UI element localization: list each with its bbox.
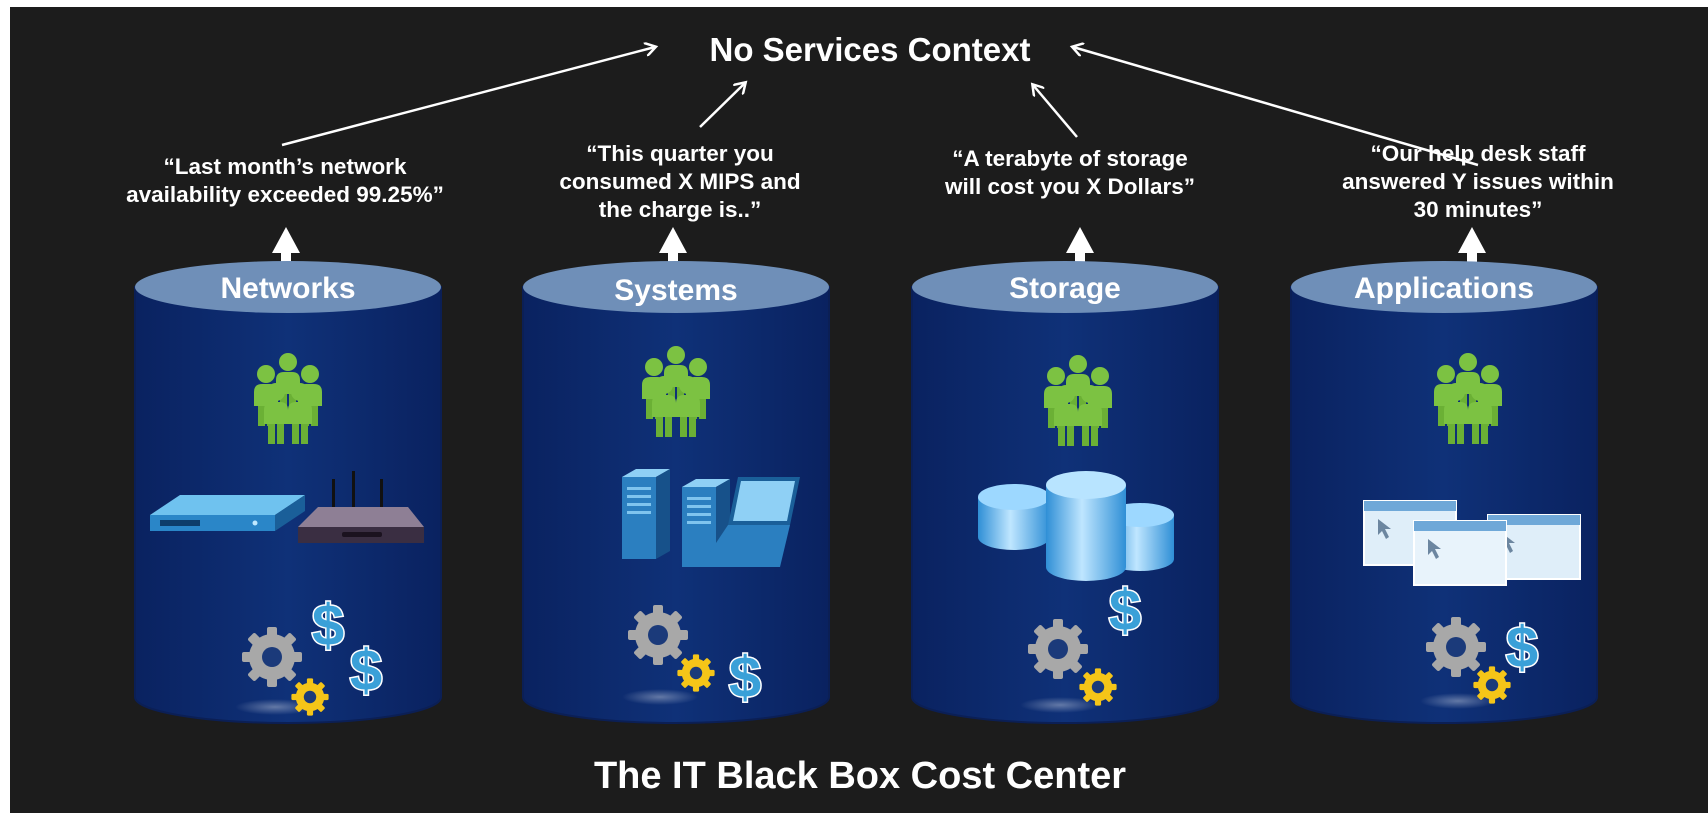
cylinder-label-networks: Networks [220,272,356,305]
dollar-icon [727,643,763,712]
bottom-title: The IT Black Box Cost Center [593,755,1127,797]
up-arrows [272,227,1486,293]
up-arrow-networks-icon [272,227,300,293]
storage-drums-icon [978,471,1174,581]
cylinder-systems [522,261,830,724]
diagram-art: $ [134,7,1598,724]
up-arrow-systems-icon [659,227,687,293]
server-rack-icon [150,495,305,531]
quote-applications: “Our help desk staff answered Y issues w… [1342,141,1614,222]
up-arrow-applications-icon [1458,227,1486,293]
gears-icon [1028,619,1088,679]
converging-arrows [281,47,1479,167]
arrow-storage-to-context [1033,85,1078,138]
gears-icon [1426,617,1486,677]
dollar-icon [1107,576,1143,645]
cylinder-label-storage: Storage [1009,272,1121,305]
quote-systems: “This quarter you consumed X MIPS and th… [559,141,801,222]
cylinder-label-applications: Applications [1353,272,1534,305]
app-windows-icon [1363,500,1581,586]
up-arrow-storage-icon [1066,227,1094,293]
laptop-icon [700,477,800,567]
quote-storage: “A terabyte of storage will cost you X D… [944,146,1196,199]
gears-icon [628,605,688,665]
dollar-icon [310,591,346,660]
cylinder-label-systems: Systems [614,274,738,307]
quote-networks: “Last month’s network availability excee… [126,154,444,207]
diagram-slide: $ [10,7,1708,813]
arrow-systems-to-context [699,83,745,128]
dollar-icon [1504,613,1540,682]
arrow-networks-to-context [281,47,655,147]
arrow-applications-to-context [1073,47,1479,167]
gears-icon [242,627,302,687]
context-label: No Services Context [709,31,1031,68]
router-icon [298,471,424,543]
